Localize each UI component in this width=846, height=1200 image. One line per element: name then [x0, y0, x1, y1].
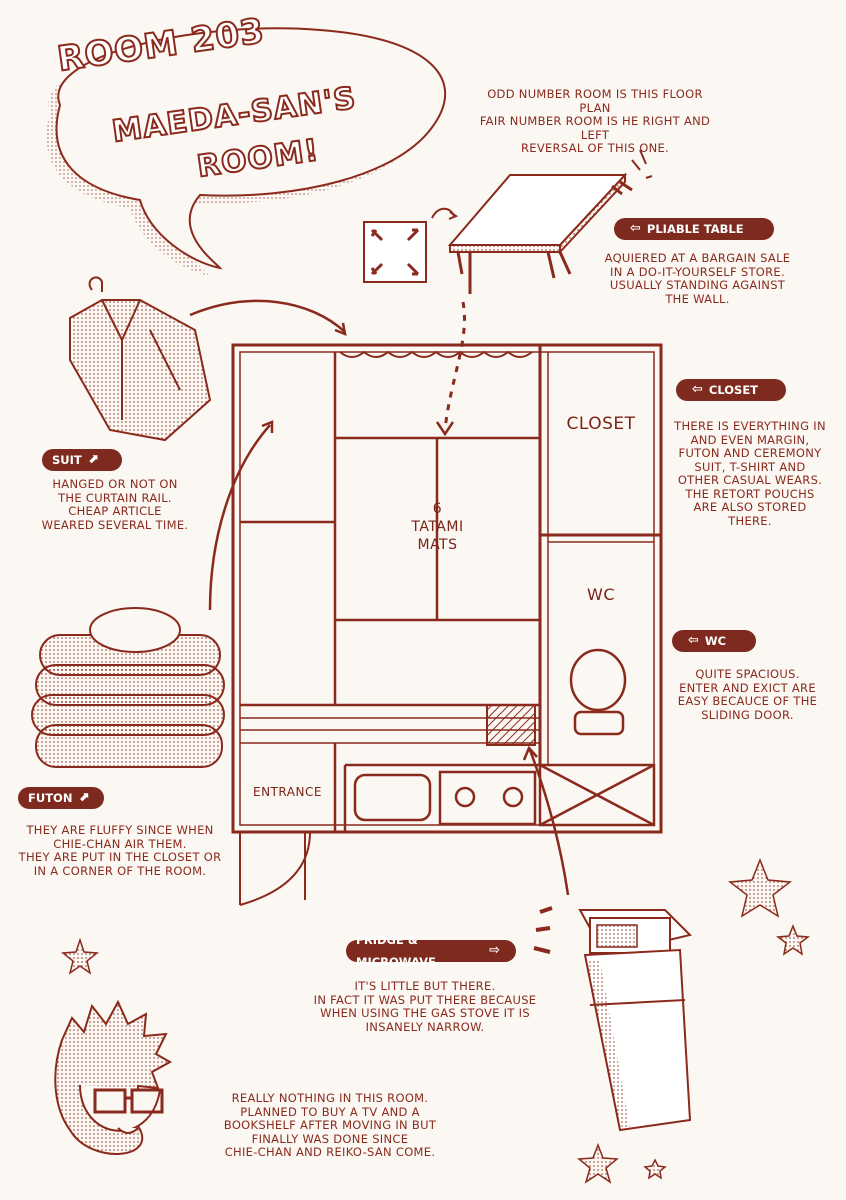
fridge-tag: FRIDGE & MICROWAVE ⇨ [346, 933, 516, 969]
speech-bubble [46, 27, 447, 276]
suit-note: HANGED OR NOT ON THE CURTAIN RAIL. CHEAP… [41, 477, 189, 532]
suit-tag: SUIT ⬈ [42, 449, 122, 471]
futon-drawing [31, 607, 225, 768]
arrow-left-icon: ⇦ [688, 633, 699, 648]
plan-wc-label: WC [587, 585, 615, 604]
pliable-table-drawing [447, 149, 653, 294]
suit-drawing [69, 276, 212, 442]
floor-plan [231, 343, 663, 906]
arrow-right-icon: ⇨ [489, 943, 500, 958]
futon-arrow [208, 424, 271, 611]
pliable-table-note: AQUIERED AT A BARGAIN SALE IN A DO-IT-YO… [604, 251, 791, 306]
maeda-face-drawing [54, 999, 173, 1155]
arrow-up-right-icon: ⬈ [78, 790, 90, 805]
intro-note: ODD NUMBER ROOM IS THIS FLOOR PLAN FAIR … [479, 87, 711, 155]
closet-tag: ⇦ CLOSET [676, 379, 786, 401]
plan-tatami-label: 6 TATAMI MATS [411, 501, 464, 553]
wc-note: QUITE SPACIOUS. ENTER AND EXICT ARE EASY… [677, 667, 818, 722]
suit-arrow [189, 299, 346, 333]
fridge-microwave-drawing [533, 906, 692, 1132]
arrow-left-icon: ⇦ [630, 221, 641, 236]
table-arrow [443, 301, 466, 431]
fridge-arrow [528, 749, 570, 896]
bottom-note: REALLY NOTHING IN THIS ROOM. PLANNED TO … [223, 1091, 437, 1159]
futon-note: THEY ARE FLUFFY SINCE WHEN CHIE-CHAN AIR… [18, 823, 222, 878]
arrow-left-icon: ⇦ [692, 382, 703, 397]
pliable-table-tag: ⇦ PLIABLE TABLE [614, 218, 774, 240]
wc-tag: ⇦ WC [672, 630, 756, 652]
plan-closet-label: CLOSET [566, 414, 636, 434]
fridge-spot [486, 704, 536, 746]
folded-table-icon [363, 207, 459, 283]
futon-tag: FUTON ⬈ [18, 787, 104, 809]
fridge-note: IT'S LITTLE BUT THERE. IN FACT IT WAS PU… [313, 979, 537, 1034]
decorative-stars [61, 857, 811, 1184]
arrow-up-right-icon: ⬈ [87, 452, 99, 467]
closet-note: THERE IS EVERYTHING IN AND EVEN MARGIN, … [674, 419, 826, 528]
plan-entrance-label: ENTRANCE [253, 785, 322, 799]
